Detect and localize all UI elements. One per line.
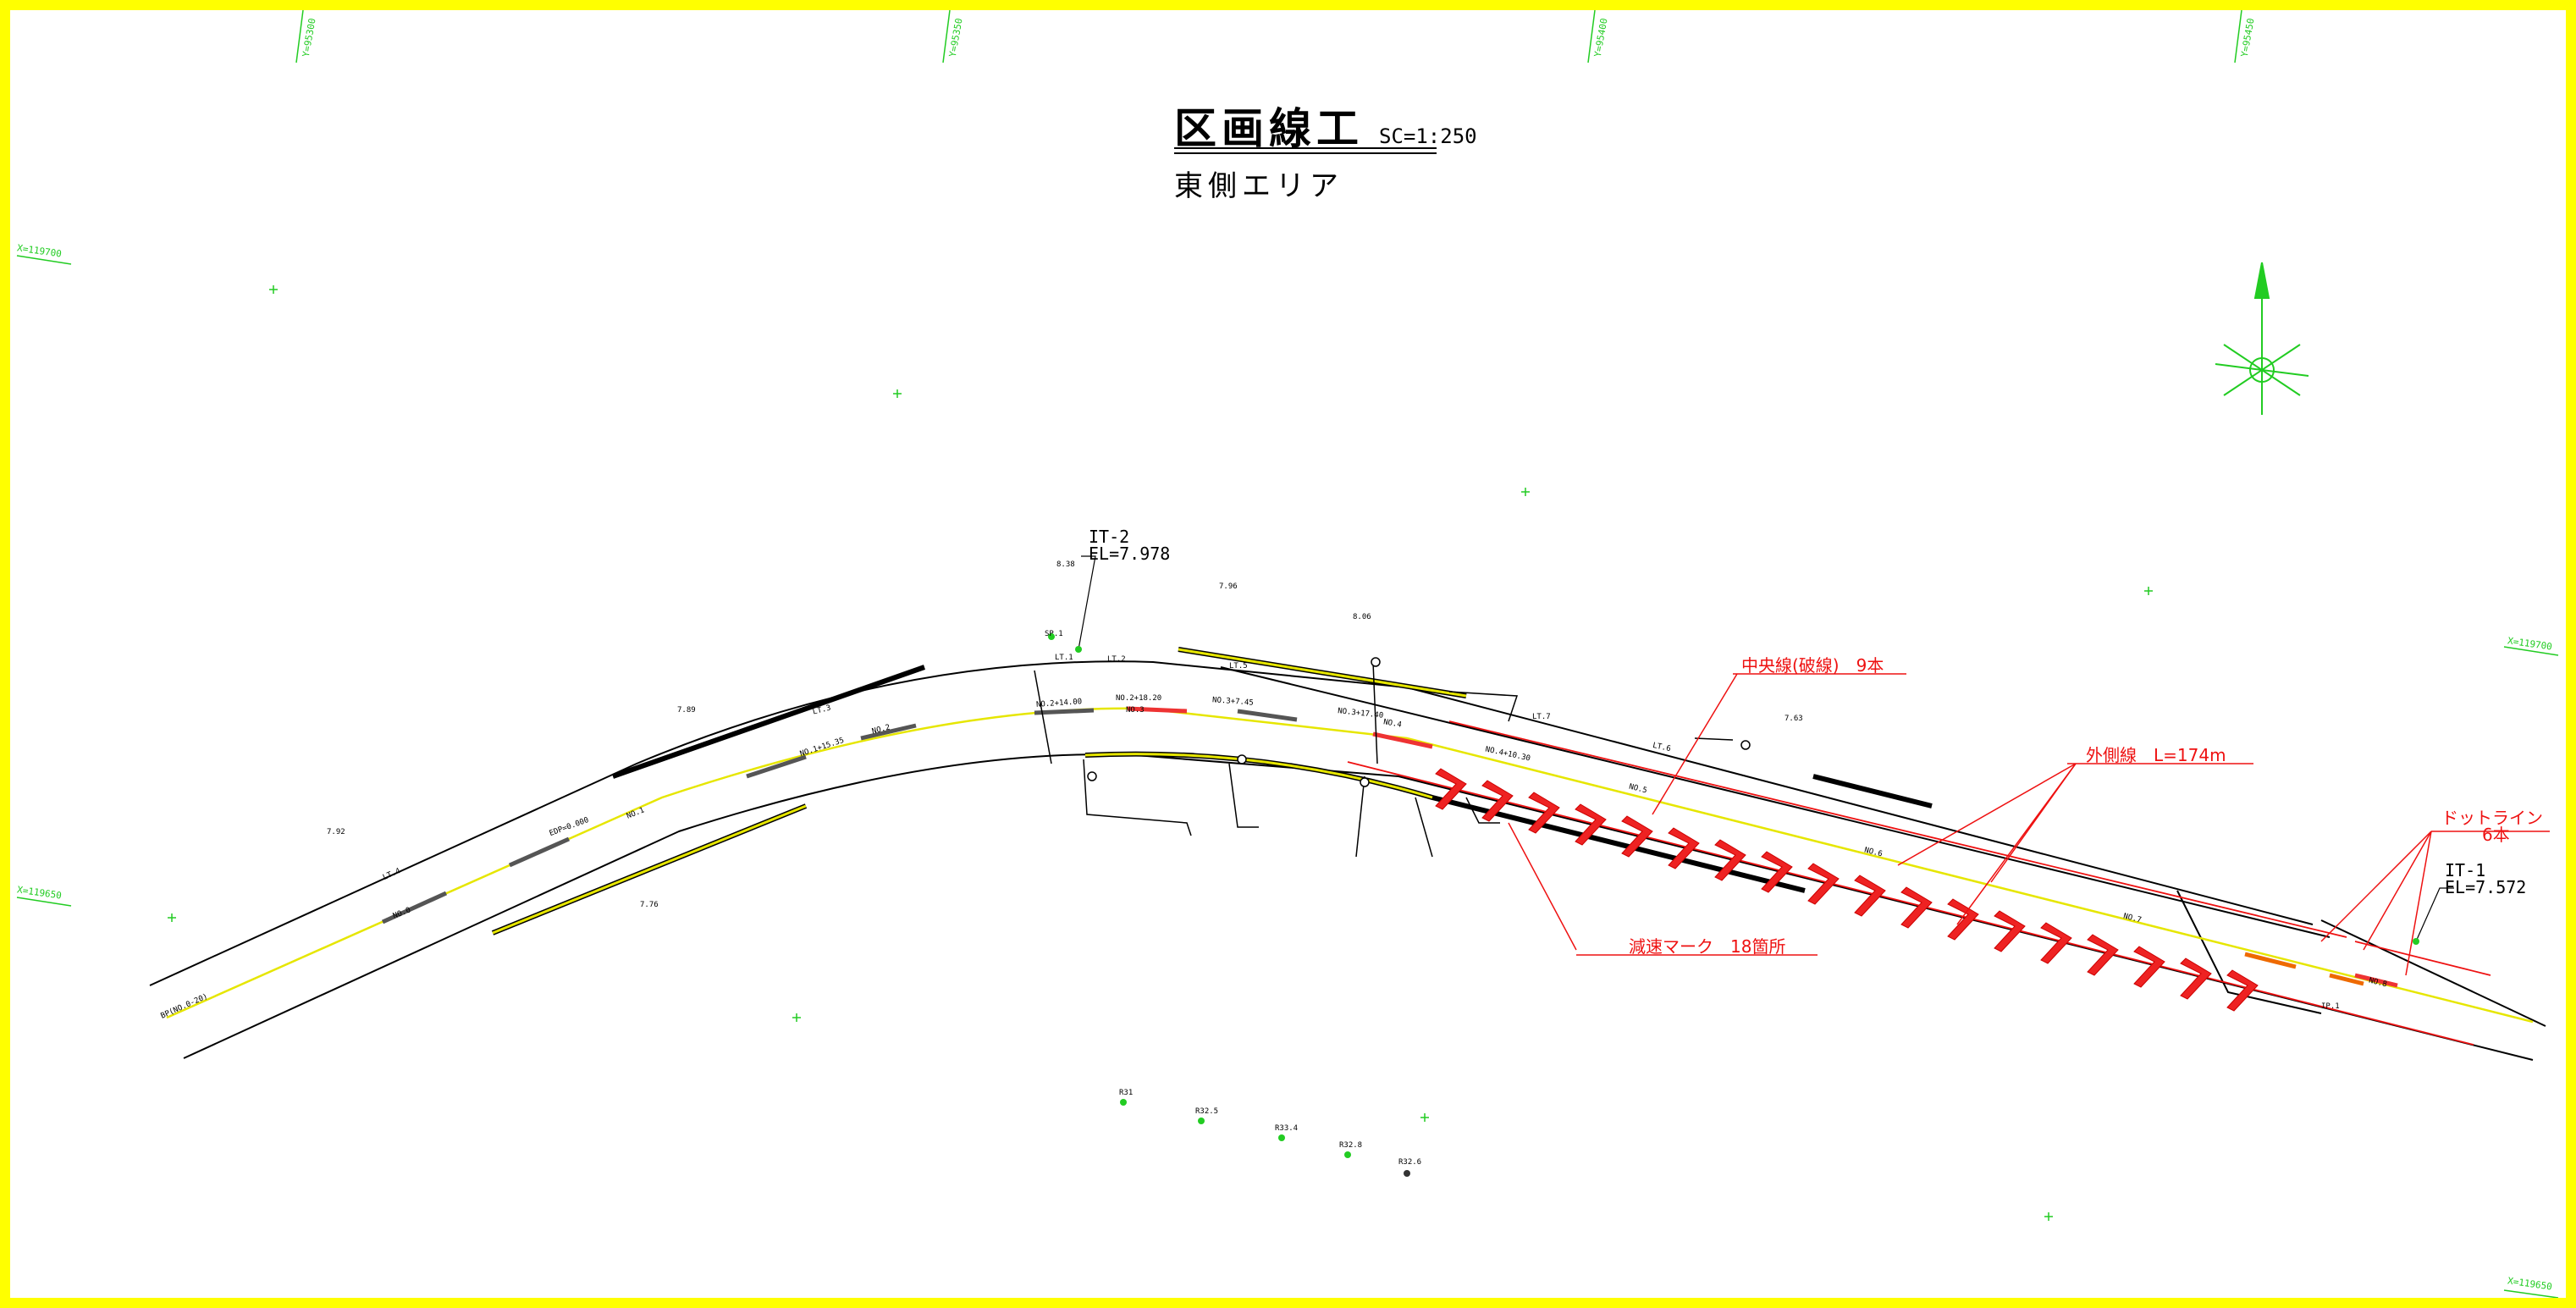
survey-points: [1048, 633, 2419, 1158]
road-lt7: LT.7: [1532, 713, 1551, 721]
plan-drawing: [16, 10, 2559, 1298]
benchmark-it1-elevation: EL=7.572: [2445, 877, 2527, 897]
grid-ticks: [16, 10, 2559, 1298]
callout-leaders: [1508, 673, 2550, 976]
spot-elevation-1: 8.38: [1056, 560, 1075, 569]
road-lt2: LT.2: [1107, 655, 1126, 664]
callout-outer-line: 外側線 L=174m: [2086, 745, 2226, 765]
center-line-dashes: [381, 708, 1298, 924]
benchmark-it1: IT-1 EL=7.572: [2445, 862, 2526, 896]
title-block: 区画線工 SC=1:250 東側エリア: [1174, 95, 1477, 203]
station-ip: IP.1: [2321, 1002, 2340, 1011]
benchmark-leaders: [1078, 555, 2454, 942]
point-r31: R31: [1119, 1089, 1134, 1097]
survey-point-dark: [1404, 1170, 1410, 1177]
callout-deceleration: 減速マーク 18箇所: [1629, 936, 1786, 957]
spot-elevation-5: 7.92: [327, 828, 345, 836]
center-line: [166, 707, 2534, 1024]
benchmark-it2-name: IT-2: [1089, 527, 1130, 547]
title-underline-2: [1174, 152, 1437, 154]
gutter-bands: [491, 647, 1806, 935]
grid-crosses: [168, 285, 2153, 1221]
center-line-red-dashes: [1127, 706, 2398, 988]
outer-line: [1347, 720, 2491, 1046]
spot-elevation-2: 7.96: [1219, 582, 1238, 591]
station-no3: NO.3: [1126, 706, 1145, 715]
road-lt1: LT.1: [1055, 654, 1073, 662]
callout-dot-line-count: 6本: [2482, 825, 2510, 845]
drawing-subtitle: 東側エリア: [1174, 169, 1343, 203]
dot-line: [2244, 952, 2364, 986]
road-sp1: SP.1: [1045, 630, 1063, 638]
title-underline-1: [1174, 147, 1437, 149]
manholes: [1087, 657, 1751, 787]
drawing-scale: SC=1:250: [1379, 124, 1477, 148]
point-r32-6: R32.6: [1398, 1158, 1422, 1167]
benchmark-it1-name: IT-1: [2445, 860, 2486, 880]
station-no2-plus2: NO.2+18.20: [1116, 694, 1162, 703]
deceleration-marks: [1435, 768, 2259, 1012]
point-r33-4: R33.4: [1275, 1124, 1299, 1133]
road-edges: [149, 660, 2546, 1061]
gutter-inner: [492, 648, 1467, 935]
spot-elevation-3: 8.06: [1353, 613, 1371, 621]
callout-center-line: 中央線(破線) 9本: [1741, 655, 1884, 676]
drawing-title: 区画線工: [1174, 104, 1364, 153]
road-lt5: LT.5: [1229, 662, 1248, 671]
spot-elevation-6: 7.76: [640, 901, 659, 909]
callout-dot-line: ドットライン: [2441, 808, 2543, 828]
benchmark-it2: IT-2 EL=7.978: [1089, 528, 1170, 562]
point-r32-8: R32.8: [1339, 1141, 1363, 1150]
structures: [1034, 661, 1933, 858]
spot-elevation-7: 7.63: [1784, 715, 1803, 723]
spot-elevation-4: 7.89: [677, 706, 696, 715]
benchmark-it2-elevation: EL=7.978: [1089, 544, 1171, 564]
point-r32-5: R32.5: [1195, 1107, 1219, 1116]
north-arrow-icon: [2215, 262, 2309, 415]
